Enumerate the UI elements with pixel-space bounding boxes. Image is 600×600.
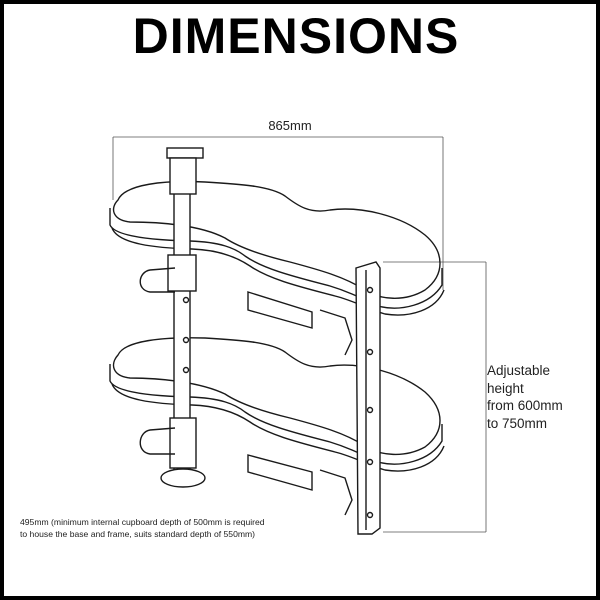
central-pole [160,147,206,488]
height-dimension-lines [383,261,487,533]
height-note: Adjustable height from 600mm to 750mm [487,362,587,432]
pivot-arms [139,267,353,516]
width-dimension-label: 865mm [268,118,312,133]
depth-note-line: to house the base and frame, suits stand… [20,529,256,539]
depth-note-line: 495mm (minimum internal cupboard depth o… [20,517,265,527]
height-note-line: Adjustable [487,363,551,378]
lower-tray [109,337,445,472]
page-title: DIMENSIONS [132,8,460,64]
upright-frame [355,261,381,535]
height-note-line: height [487,380,524,396]
width-dimension-lines [112,136,444,290]
upper-tray [109,180,445,316]
depth-note: 495mm (minimum internal cupboard depth o… [20,516,340,540]
height-note-line: from 600mm [487,398,563,413]
height-note-line: to 750mm [487,415,548,431]
